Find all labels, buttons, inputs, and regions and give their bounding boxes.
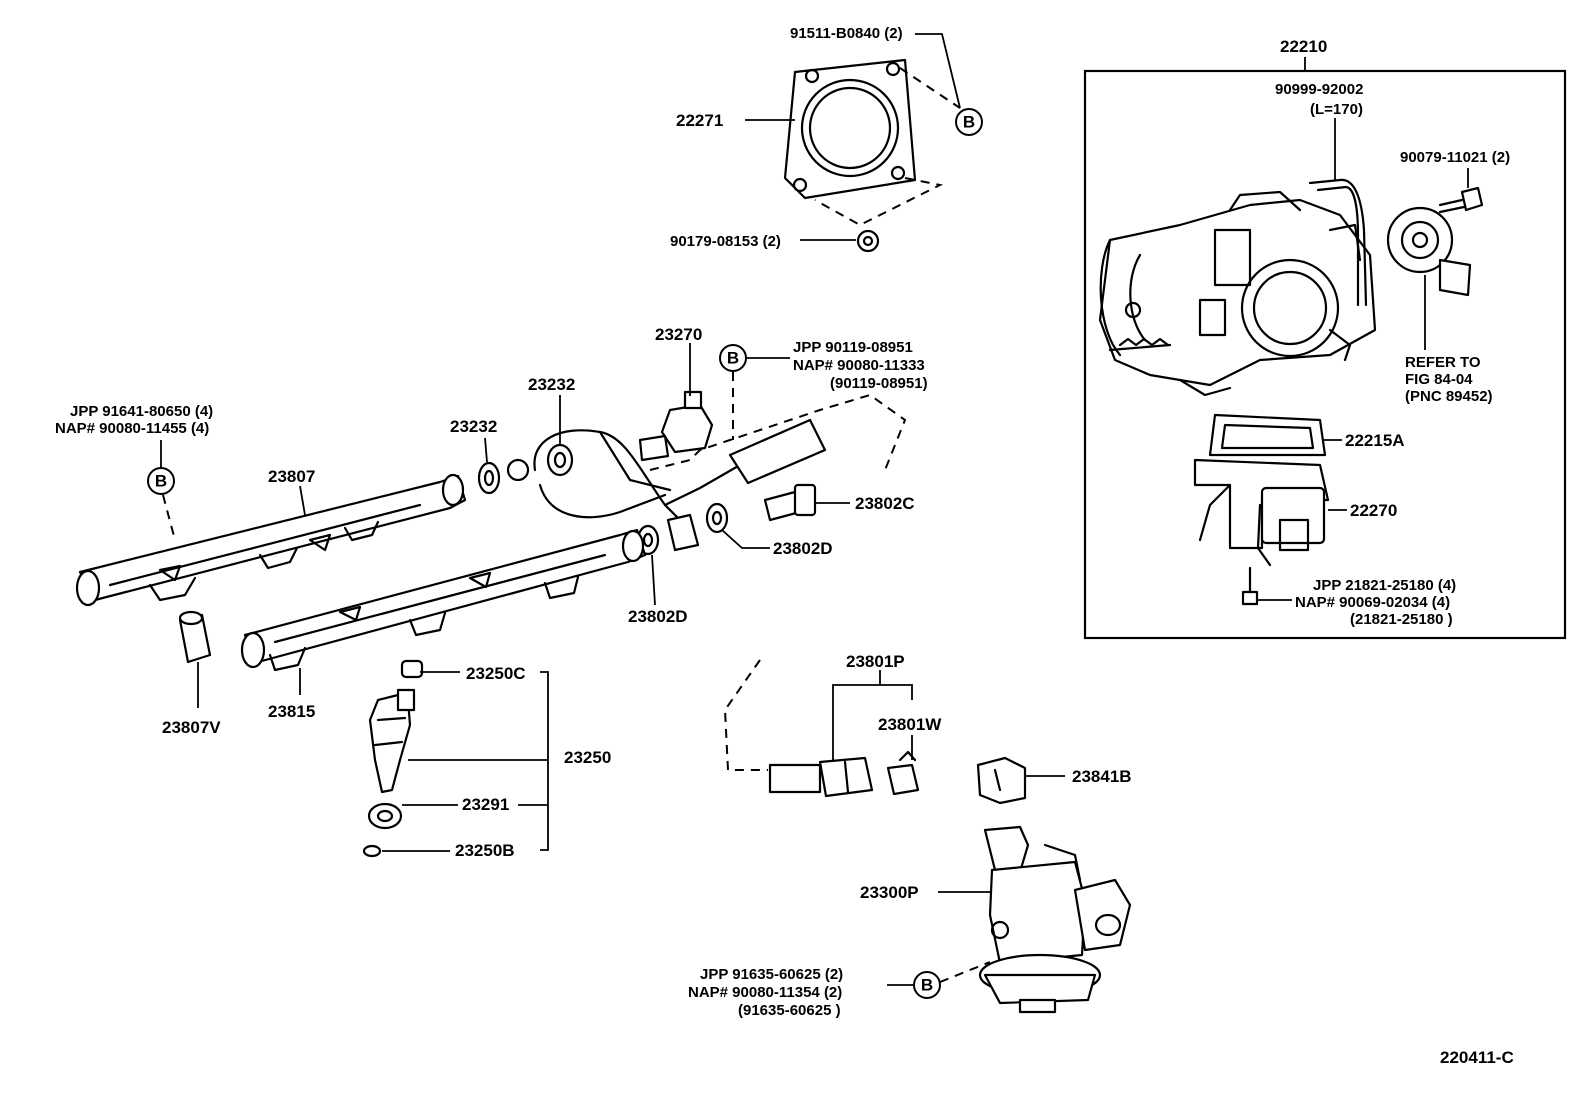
label-pnc-89452[interactable]: (PNC 89452) — [1405, 388, 1493, 405]
svg-text:B: B — [963, 113, 975, 132]
label-90179[interactable]: 90179-08153 (2) — [670, 233, 781, 250]
delivery-pipe-23815-drawing — [240, 528, 647, 672]
label-90999[interactable]: 90999-92002 — [1275, 81, 1363, 98]
label-jpp-91635[interactable]: JPP 91635-60625 (2) — [700, 966, 843, 983]
label-fig-84-04[interactable]: FIG 84-04 — [1405, 371, 1473, 388]
washer-23802d-a-drawing — [705, 502, 729, 534]
damper-group: 23300P B JPP 91635-60625 (2) NAP# 90080-… — [688, 825, 1132, 1019]
label-jpp-21821[interactable]: JPP 21821-25180 (4) — [1313, 577, 1456, 594]
label-paren-91635[interactable]: (91635-60625 ) — [738, 1002, 841, 1019]
badge-b-mid: B — [719, 344, 747, 372]
label-23841b[interactable]: 23841B — [1072, 767, 1132, 786]
label-23250c[interactable]: 23250C — [466, 664, 526, 683]
label-22215a[interactable]: 22215A — [1345, 431, 1405, 450]
label-23232-a[interactable]: 23232 — [528, 375, 575, 394]
screw-21821-drawing — [1241, 566, 1259, 606]
connector-23841b-drawing — [976, 756, 1027, 805]
label-91511[interactable]: 91511-B0840 (2) — [790, 25, 903, 42]
label-nap-90080-11354[interactable]: NAP# 90080-11354 (2) — [688, 984, 842, 1001]
label-23291[interactable]: 23291 — [462, 795, 509, 814]
label-23802c[interactable]: 23802C — [855, 494, 915, 513]
idle-air-valve-drawing — [1193, 458, 1330, 567]
insulator-23807v-drawing — [178, 610, 212, 664]
label-23801w[interactable]: 23801W — [878, 715, 942, 734]
hose-23801p-drawing — [768, 756, 874, 798]
badge-b-top: B — [955, 108, 983, 136]
delivery-pipe-23807-drawing — [75, 473, 467, 607]
label-23807v[interactable]: 23807V — [162, 718, 221, 737]
label-23250b[interactable]: 23250B — [455, 841, 515, 860]
clip-23801w-drawing — [886, 750, 920, 796]
throttle-body-drawing — [1098, 190, 1377, 397]
label-nap-90069[interactable]: NAP# 90069-02034 (4) — [1295, 594, 1450, 611]
label-22210[interactable]: 22210 — [1280, 37, 1327, 56]
washer-23232-drawing — [477, 461, 501, 495]
label-jpp-90119[interactable]: JPP 90119-08951 — [793, 339, 913, 356]
label-23802d-b[interactable]: 23802D — [628, 607, 688, 626]
svg-text:B: B — [727, 349, 739, 368]
bolt-90079-drawing — [1438, 186, 1484, 214]
throttle-body-assembly-group: 22210 90999-92002 (L=170) — [1083, 37, 1567, 640]
label-23815[interactable]: 23815 — [268, 702, 315, 721]
label-23802d-a[interactable]: 23802D — [773, 539, 833, 558]
figure-code: 220411-C — [1440, 1048, 1514, 1067]
label-nap-90080-11455[interactable]: NAP# 90080-11455 (4) — [55, 420, 209, 437]
label-23801p[interactable]: 23801P — [846, 652, 905, 671]
label-jpp-91641[interactable]: JPP 91641-80650 (4) — [70, 403, 213, 420]
injector-group: 23250C 23250 23291 23250B — [362, 659, 611, 860]
fuel-pipe-group: 23270 23232 23232 23802C 23802D — [450, 325, 928, 626]
label-22271[interactable]: 22271 — [676, 111, 723, 130]
label-refer-to[interactable]: REFER TO — [1405, 354, 1481, 371]
gasket-22215a-drawing — [1208, 413, 1327, 457]
badge-b-bottom: B — [913, 971, 941, 999]
label-23270[interactable]: 23270 — [655, 325, 702, 344]
throttle-sensor-drawing — [1386, 206, 1472, 297]
hose-drawing — [1308, 178, 1368, 307]
label-l170[interactable]: (L=170) — [1310, 101, 1363, 118]
injector-23250-drawing — [362, 659, 424, 858]
label-90079[interactable]: 90079-11021 (2) — [1400, 149, 1510, 166]
assembly-box — [1083, 69, 1567, 640]
label-paren-21821[interactable]: (21821-25180 ) — [1350, 611, 1453, 628]
badge-b-left: B — [147, 467, 175, 495]
gasket-22271-group: 22271 91511-B0840 (2) B 90179-08153 (2) — [670, 25, 983, 253]
connector-group: 23801P 23801W 23841B — [723, 652, 1132, 805]
label-23807[interactable]: 23807 — [268, 467, 315, 486]
label-23250[interactable]: 23250 — [564, 748, 611, 767]
label-nap-90080-11333[interactable]: NAP# 90080-11333 — [793, 357, 925, 374]
svg-text:B: B — [155, 472, 167, 491]
pressure-sensor-23270-drawing — [638, 390, 714, 462]
nut-90179-drawing — [856, 229, 880, 253]
label-23300p[interactable]: 23300P — [860, 883, 919, 902]
delivery-pipe-group: B JPP 91641-80650 (4) NAP# 90080-11455 (… — [55, 403, 647, 737]
svg-text:B: B — [921, 976, 933, 995]
label-paren-90119[interactable]: (90119-08951) — [830, 375, 928, 392]
label-22270[interactable]: 22270 — [1350, 501, 1397, 520]
damper-23300p-drawing — [978, 825, 1132, 1014]
bolt-23802c-drawing — [763, 483, 817, 522]
label-23232-b[interactable]: 23232 — [450, 417, 497, 436]
